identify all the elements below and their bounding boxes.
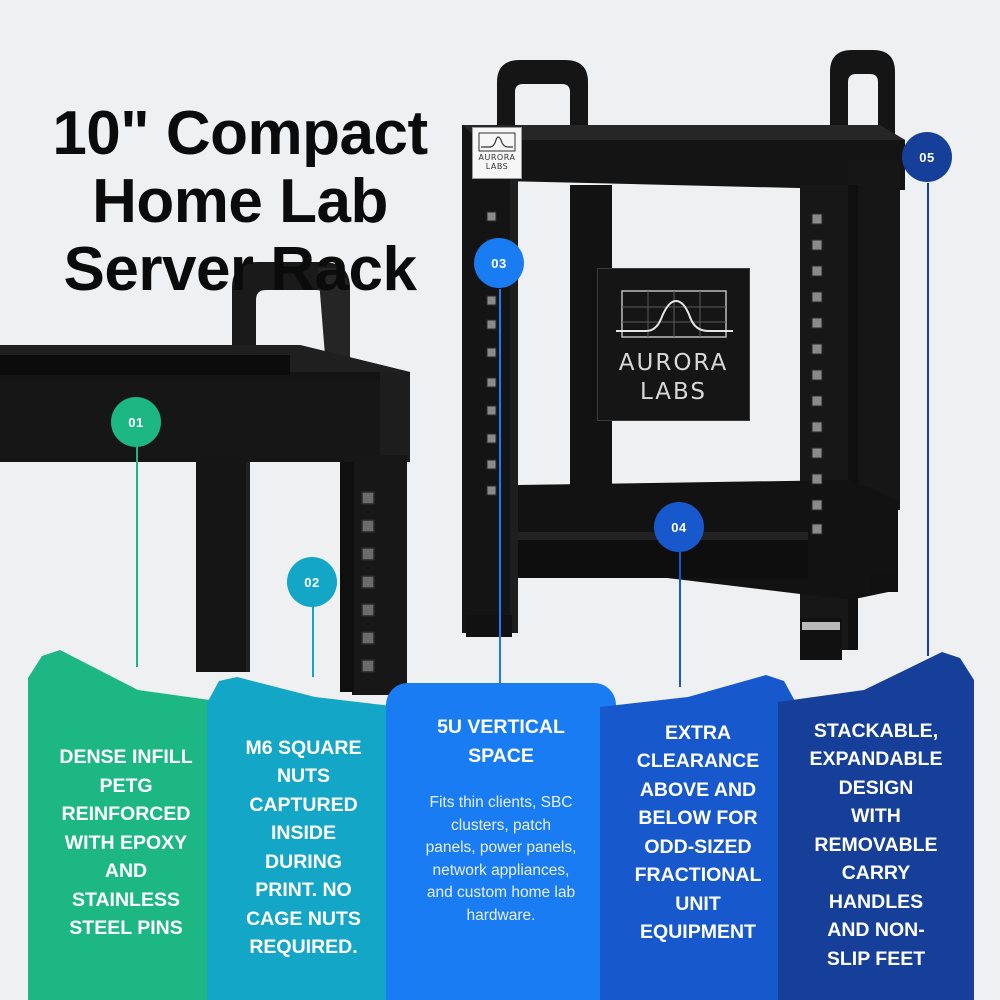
closeup-rack-holes (361, 491, 375, 673)
pointer-line-01 (136, 447, 138, 667)
full-rack-illustration (462, 50, 905, 660)
feature-heading-04: EXTRA CLEARANCE ABOVE AND BELOW FOR ODD-… (634, 721, 762, 944)
feature-panel-02: M6 SQUARE NUTS CAPTURED INSIDE DURING PR… (207, 677, 400, 1000)
full-rack-holes-right (811, 213, 823, 535)
badge-03: 03 (474, 238, 524, 288)
pointer-line-03 (499, 289, 501, 689)
feature-heading-01: DENSE INFILL PETG REINFORCED WITH EPOXY … (59, 746, 193, 940)
badge-01: 01 (111, 397, 161, 447)
pointer-line-05 (927, 183, 929, 656)
feature-panel-03: 5U VERTICAL SPACE Fits thin clients, SBC… (386, 683, 616, 1000)
page-title: 10" Compact Home Lab Server Rack (20, 98, 460, 304)
feature-panel-01: DENSE INFILL PETG REINFORCED WITH EPOXY … (28, 650, 224, 1000)
feature-heading-02: M6 SQUARE NUTS CAPTURED INSIDE DURING PR… (245, 736, 362, 959)
brand-tag-line1: AURORA (478, 153, 516, 162)
brand-logo: AURORA LABS (597, 268, 750, 421)
feature-panel-04: EXTRA CLEARANCE ABOVE AND BELOW FOR ODD-… (600, 675, 796, 1000)
logo-graph-icon (616, 290, 733, 338)
feature-panel-05: STACKABLE, EXPANDABLE DESIGN WITH REMOVA… (778, 652, 974, 1000)
brand-tag: AURORA LABS (472, 127, 522, 179)
feature-heading-05: STACKABLE, EXPANDABLE DESIGN WITH REMOVA… (809, 719, 943, 970)
closeup-rack-illustration (0, 262, 410, 695)
feature-heading-03: 5U VERTICAL SPACE (437, 716, 565, 767)
badge-04: 04 (654, 502, 704, 552)
brand-tag-line2: LABS (485, 162, 509, 171)
logo-text-line2: LABS (639, 379, 708, 405)
title-line1: 10" Compact (52, 98, 428, 168)
badge-02: 02 (287, 557, 337, 607)
badge-05: 05 (902, 132, 952, 182)
title-line3: Server Rack (63, 234, 418, 304)
pointer-line-04 (679, 552, 681, 687)
logo-text-line1: AURORA (618, 350, 729, 376)
brand-tag-graph-icon (478, 132, 516, 152)
title-line2: Home Lab (92, 166, 388, 236)
feature-body-03: Fits thin clients, SBC clusters, patch p… (425, 794, 577, 924)
pointer-line-02 (312, 607, 314, 677)
